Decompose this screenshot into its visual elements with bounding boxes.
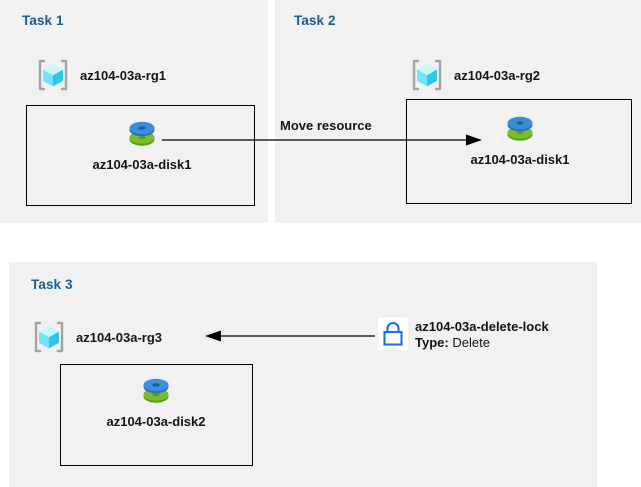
resource-group-task-2: az104-03a-rg2 [408, 56, 540, 94]
managed-disk-icon [500, 110, 540, 150]
resource-group-label-task-1: az104-03a-rg1 [80, 67, 166, 83]
resource-container-task-1 [26, 105, 255, 206]
managed-disk-icon [122, 115, 162, 155]
panel-title-task-1: Task 1 [22, 13, 64, 28]
resource-label-task-3: az104-03a-disk2 [106, 414, 206, 429]
lock-type: Type: Delete [415, 335, 549, 351]
managed-disk-icon [136, 372, 176, 412]
resource-label-task-2: az104-03a-disk1 [470, 152, 570, 167]
lock-text-block: az104-03a-delete-lock Type: Delete [415, 318, 549, 352]
lock-type-value: Delete [452, 335, 490, 351]
resource-group-task-1: az104-03a-rg1 [34, 56, 166, 94]
lock-name: az104-03a-delete-lock [415, 319, 549, 334]
resource-group-icon [34, 56, 72, 94]
resource-lock-annotation: az104-03a-delete-lock Type: Delete [378, 318, 549, 352]
resource-task-2: az104-03a-disk1 [430, 110, 610, 167]
resource-label-task-1: az104-03a-disk1 [92, 157, 192, 172]
resource-group-icon [30, 318, 68, 356]
resource-group-label-task-3: az104-03a-rg3 [76, 329, 162, 345]
resource-task-3: az104-03a-disk2 [66, 372, 246, 429]
resource-group-task-3: az104-03a-rg3 [30, 318, 162, 356]
lock-type-label: Type: [415, 335, 449, 351]
resource-task-1: az104-03a-disk1 [52, 115, 232, 172]
panel-title-task-3: Task 3 [31, 277, 73, 292]
arrow-lock-applied [205, 330, 375, 342]
arrow-move-resource [162, 134, 482, 146]
panel-title-task-2: Task 2 [294, 13, 336, 28]
resource-group-label-task-2: az104-03a-rg2 [454, 67, 540, 83]
arrow-label-move-resource: Move resource [280, 118, 372, 133]
resource-container-task-2 [406, 99, 632, 204]
lock-icon [378, 318, 408, 350]
resource-group-icon [408, 56, 446, 94]
